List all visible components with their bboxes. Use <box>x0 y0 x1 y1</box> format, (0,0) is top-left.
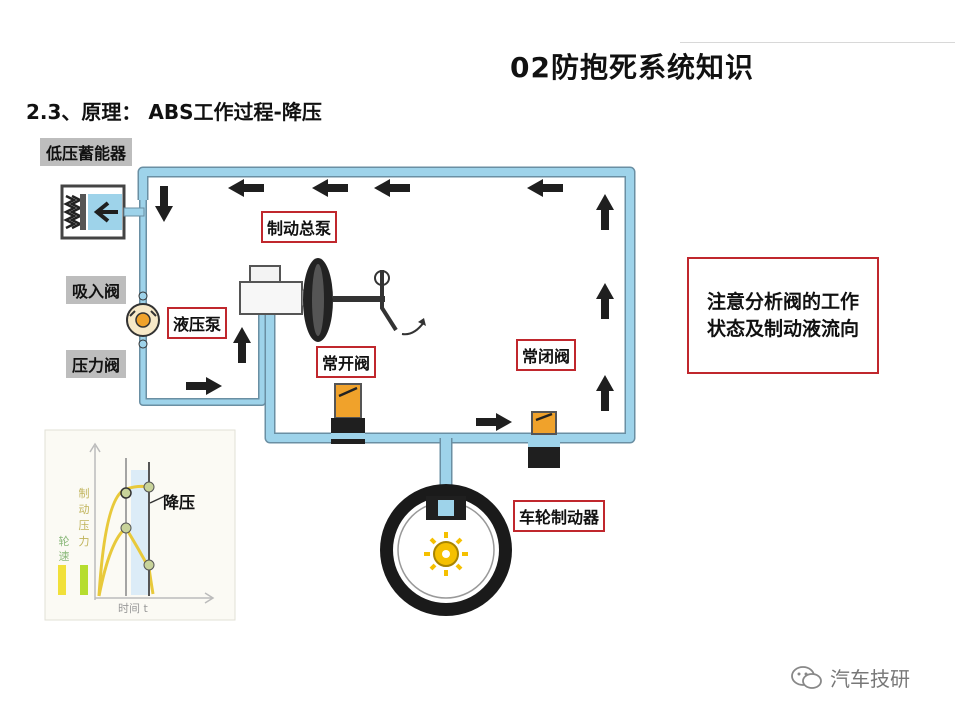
flow-arrows <box>155 179 614 431</box>
graph-speed-label-2: 速 <box>59 550 70 563</box>
page-title: 02防抱死系统知识 <box>510 51 754 84</box>
accumulator-graphic <box>60 184 145 240</box>
graph-pressure-label-1: 制 <box>79 487 90 500</box>
graph-pressure-label-3: 压 <box>79 519 90 532</box>
watermark: 汽车技研 <box>790 663 910 692</box>
pump-graphic <box>126 291 160 349</box>
label-normally-closed-valve: 常闭阀 <box>516 339 577 371</box>
label-depressurize: 降压 <box>163 493 196 512</box>
watermark-text: 汽车技研 <box>830 667 910 691</box>
graph-speed-label-1: 轮 <box>59 534 70 548</box>
graph-pressure-label-4: 力 <box>79 535 90 548</box>
graph-time-label: 时间 t <box>118 602 148 615</box>
analysis-note: 注意分析阀的工作状态及制动液流向 <box>687 257 879 374</box>
label-wheel-brake: 车轮制动器 <box>513 500 606 532</box>
label-master-cylinder: 制动总泵 <box>261 211 338 243</box>
normally-open-valve-graphic <box>331 383 365 444</box>
label-hydraulic-pump: 液压泵 <box>167 307 228 339</box>
label-pressure-valve: 压力阀 <box>66 350 127 378</box>
label-low-pressure-accumulator: 低压蓄能器 <box>40 138 133 166</box>
label-intake-valve: 吸入阀 <box>66 276 127 304</box>
label-normally-open-valve: 常开阀 <box>316 346 377 378</box>
section-subtitle: 2.3、原理： ABS工作过程-降压 <box>26 100 322 124</box>
master-cylinder-graphic <box>239 258 426 342</box>
wheel-graphic <box>380 484 512 616</box>
normally-closed-valve-graphic <box>528 411 560 468</box>
title-rule <box>680 42 955 43</box>
wechat-icon <box>791 665 822 689</box>
pressure-graph: 轮 速 制 动 压 力 时间 t <box>44 429 236 621</box>
graph-pressure-label-2: 动 <box>79 503 90 516</box>
analysis-note-text: 注意分析阀的工作状态及制动液流向 <box>706 290 859 340</box>
